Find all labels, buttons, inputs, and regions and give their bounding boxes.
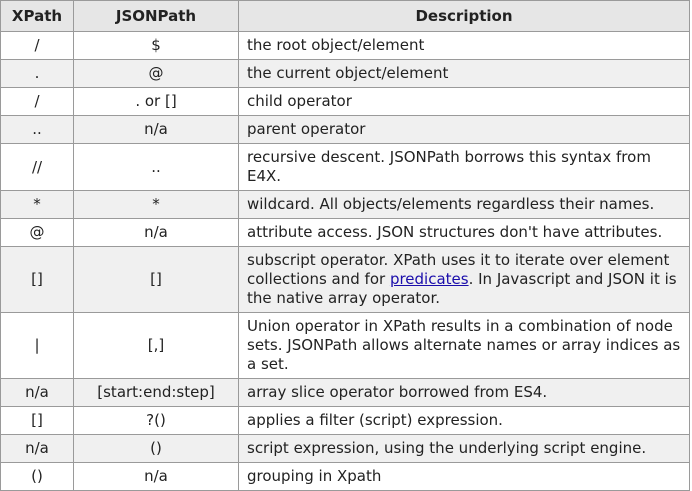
jsonpath-cell: () — [73, 434, 239, 463]
xpath-cell: [] — [0, 406, 74, 435]
description-cell: the root object/element — [238, 31, 690, 60]
jsonpath-cell: n/a — [73, 115, 239, 144]
xpath-cell: .. — [0, 115, 74, 144]
description-text-after: . In Javascript and JSON it is the nativ… — [247, 270, 677, 307]
table-row: // .. recursive descent. JSONPath borrow… — [0, 143, 690, 191]
description-cell: subscript operator. XPath uses it to ite… — [238, 246, 690, 313]
description-cell: child operator — [238, 87, 690, 116]
table-row: . @ the current object/element — [0, 59, 690, 88]
table-row: @ n/a attribute access. JSON structures … — [0, 218, 690, 247]
jsonpath-cell: . or [] — [73, 87, 239, 116]
description-cell: wildcard. All objects/elements regardles… — [238, 190, 690, 219]
table-row: () n/a grouping in Xpath — [0, 462, 690, 491]
jsonpath-cell: [start:end:step] — [73, 378, 239, 407]
description-cell: attribute access. JSON structures don't … — [238, 218, 690, 247]
description-cell: parent operator — [238, 115, 690, 144]
xpath-cell: | — [0, 312, 74, 379]
header-description: Description — [238, 0, 690, 32]
table-row: / $ the root object/element — [0, 31, 690, 60]
table-row: .. n/a parent operator — [0, 115, 690, 144]
predicates-link[interactable]: predicates — [389, 270, 469, 288]
jsonpath-cell: @ — [73, 59, 239, 88]
xpath-cell: n/a — [0, 378, 74, 407]
description-cell: the current object/element — [238, 59, 690, 88]
description-text-before: subscript operator. XPath uses it to ite… — [247, 251, 670, 288]
description-cell: recursive descent. JSONPath borrows this… — [238, 143, 690, 191]
jsonpath-cell: n/a — [73, 462, 239, 491]
table-row: | [,] Union operator in XPath results in… — [0, 312, 690, 379]
jsonpath-cell: ?() — [73, 406, 239, 435]
jsonpath-cell: .. — [73, 143, 239, 191]
table-row: / . or [] child operator — [0, 87, 690, 116]
table-header-row: XPath JSONPath Description — [0, 0, 690, 32]
xpath-cell: // — [0, 143, 74, 191]
jsonpath-cell: [] — [73, 246, 239, 313]
table-row: * * wildcard. All objects/elements regar… — [0, 190, 690, 219]
description-cell: Union operator in XPath results in a com… — [238, 312, 690, 379]
jsonpath-cell: n/a — [73, 218, 239, 247]
description-cell: applies a filter (script) expression. — [238, 406, 690, 435]
jsonpath-cell: * — [73, 190, 239, 219]
xpath-cell: n/a — [0, 434, 74, 463]
table-row: n/a [start:end:step] array slice operato… — [0, 378, 690, 407]
jsonpath-cell: [,] — [73, 312, 239, 379]
header-jsonpath: JSONPath — [73, 0, 239, 32]
xpath-cell: () — [0, 462, 74, 491]
table-row: n/a () script expression, using the unde… — [0, 434, 690, 463]
description-cell: array slice operator borrowed from ES4. — [238, 378, 690, 407]
jsonpath-cell: $ — [73, 31, 239, 60]
xpath-cell: @ — [0, 218, 74, 247]
xpath-cell: * — [0, 190, 74, 219]
header-xpath: XPath — [0, 0, 74, 32]
description-cell: script expression, using the underlying … — [238, 434, 690, 463]
xpath-cell: . — [0, 59, 74, 88]
xpath-cell: / — [0, 87, 74, 116]
table-row: [] ?() applies a filter (script) express… — [0, 406, 690, 435]
xpath-cell: [] — [0, 246, 74, 313]
description-cell: grouping in Xpath — [238, 462, 690, 491]
table-row: [] [] subscript operator. XPath uses it … — [0, 246, 690, 313]
xpath-cell: / — [0, 31, 74, 60]
